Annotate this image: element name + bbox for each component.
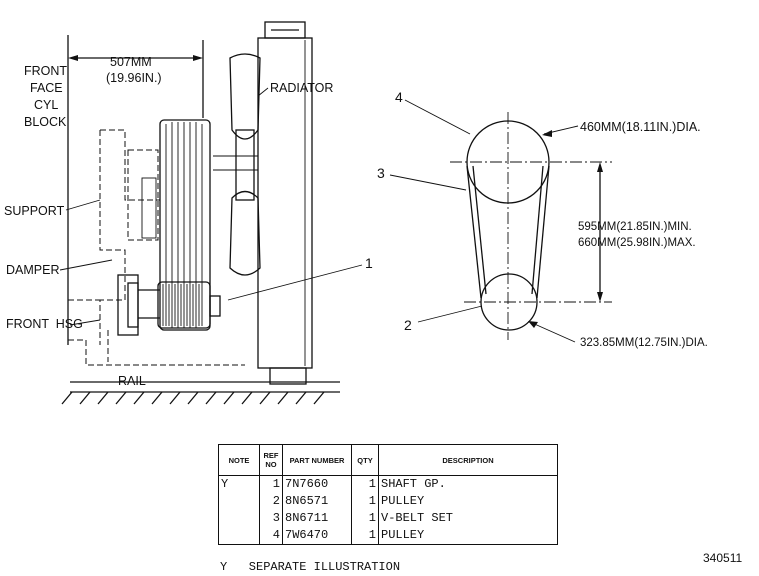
callout-2: 2	[404, 317, 412, 333]
header-qty: QTY	[351, 444, 379, 476]
small-pulley-dia-label: 323.85MM(12.75IN.)DIA.	[580, 337, 708, 349]
parts-table: NOTE REF NO PART NUMBER QTY DESCRIPTION …	[218, 444, 558, 545]
callout-3: 3	[377, 165, 385, 181]
footnote: Y SEPARATE ILLUSTRATION	[220, 560, 401, 574]
center-distance-min-label: 595MM(21.85IN.)MIN.	[578, 221, 692, 233]
cell-ref: 2	[259, 493, 283, 510]
cell-qty: 1	[351, 527, 379, 545]
cell-ref: 3	[259, 510, 283, 527]
cell-note	[218, 510, 260, 527]
table-row: 2 8N6571 1 PULLEY	[218, 493, 558, 510]
front-hsg-label: FRONT HSG	[6, 317, 83, 331]
rail-label: RAIL	[118, 374, 146, 388]
cell-ref: 1	[259, 475, 283, 493]
cell-description: SHAFT GP.	[378, 475, 558, 493]
damper-label: DAMPER	[6, 263, 59, 277]
radiator-label: RADIATOR	[270, 81, 333, 95]
fan-blade	[213, 53, 261, 276]
cell-qty: 1	[351, 493, 379, 510]
rail	[61, 381, 340, 405]
belt-schematic: 4 3 2 460MM(18.11IN.)DIA. 595MM(21.85IN.…	[377, 89, 708, 349]
cell-qty: 1	[351, 475, 379, 493]
large-pulley-side	[159, 119, 211, 331]
header-note: NOTE	[218, 444, 260, 476]
callout-1: 1	[365, 255, 373, 271]
cell-note	[218, 527, 260, 545]
cell-part-number: 8N6571	[282, 493, 352, 510]
cell-part-number: 7N7660	[282, 475, 352, 493]
dimension-label-mm: 507MM	[110, 55, 152, 69]
large-pulley-dia-label: 460MM(18.11IN.)DIA.	[580, 120, 701, 134]
table-row: 3 8N6711 1 V-BELT SET	[218, 510, 558, 527]
cell-ref: 4	[259, 527, 283, 545]
cell-description: PULLEY	[378, 527, 558, 545]
table-row: Y 1 7N7660 1 SHAFT GP.	[218, 475, 558, 493]
small-pulley-side	[157, 281, 221, 329]
callout-4: 4	[395, 89, 403, 105]
front-face-label-1: FRONT	[24, 64, 67, 78]
cell-description: PULLEY	[378, 493, 558, 510]
header-part-number: PART NUMBER	[282, 444, 352, 476]
cell-description: V-BELT SET	[378, 510, 558, 527]
front-face-label-4: BLOCK	[24, 115, 67, 129]
parts-table-header: NOTE REF NO PART NUMBER QTY DESCRIPTION	[218, 444, 558, 476]
table-row: 4 7W6470 1 PULLEY	[218, 527, 558, 545]
cell-note	[218, 493, 260, 510]
dimension-label-in: (19.96IN.)	[106, 71, 162, 85]
cell-part-number: 7W6470	[282, 527, 352, 545]
header-description: DESCRIPTION	[378, 444, 558, 476]
radiator	[257, 21, 313, 385]
header-ref-no: REF NO	[259, 444, 283, 476]
front-face-label-2: FACE	[30, 81, 63, 95]
support-and-damper	[68, 129, 245, 366]
side-view: 507MM (19.96IN.) FRONT FACE CYL BLOCK RA…	[4, 21, 373, 405]
center-distance-max-label: 660MM(25.98IN.)MAX.	[578, 237, 696, 249]
cell-qty: 1	[351, 510, 379, 527]
figure-number: 340511	[703, 551, 743, 565]
front-face-label-3: CYL	[34, 98, 58, 112]
cell-part-number: 8N6711	[282, 510, 352, 527]
cell-note: Y	[218, 475, 260, 493]
support-label: SUPPORT	[4, 204, 65, 218]
